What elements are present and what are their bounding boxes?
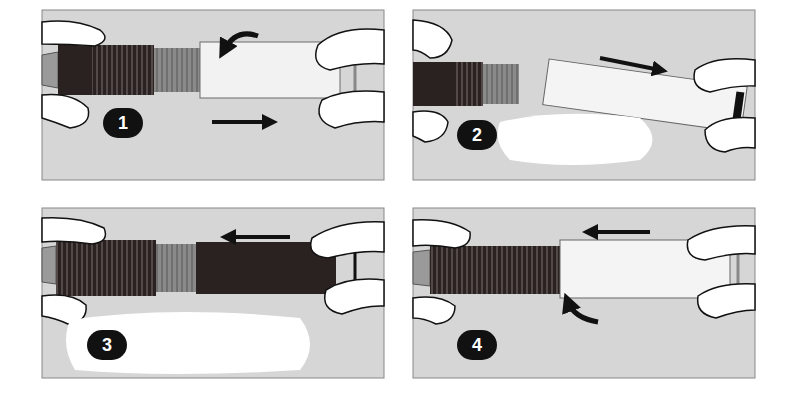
panel-3 [42, 208, 384, 378]
panel-4 [413, 208, 755, 378]
panel-1 [42, 10, 384, 180]
callout-number: 2 [457, 120, 497, 150]
callout-number: 3 [87, 330, 127, 360]
callout-number: 1 [103, 108, 143, 138]
callout-number: 4 [457, 330, 497, 360]
panel-2 [413, 10, 755, 180]
